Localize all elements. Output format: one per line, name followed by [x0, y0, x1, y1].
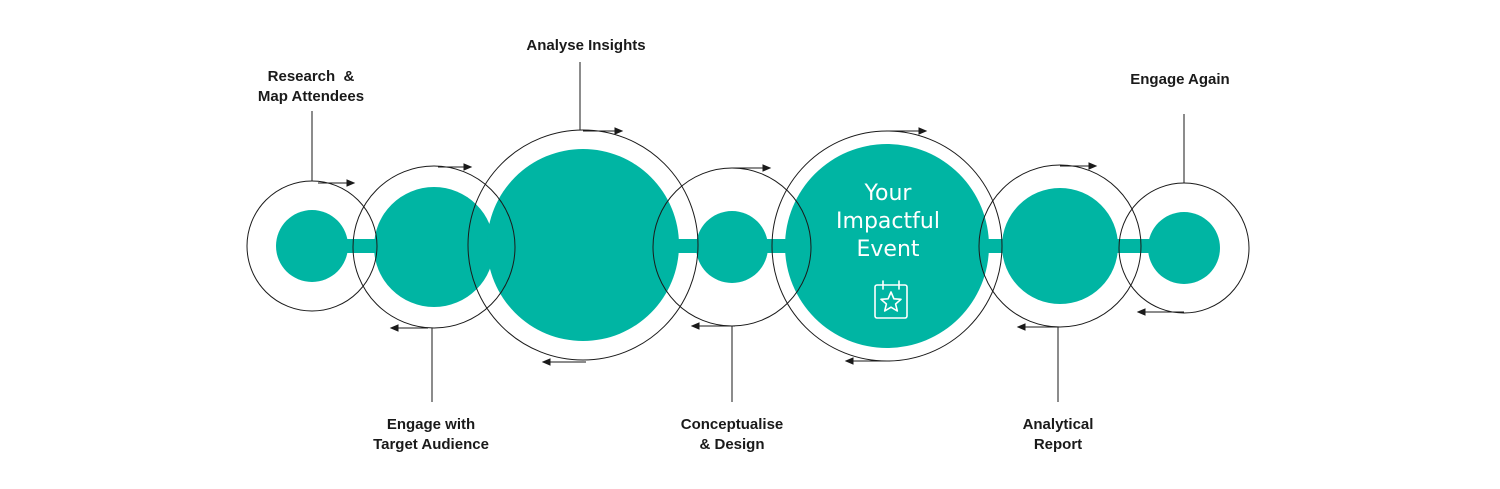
- label-line: Engage Again: [1130, 71, 1230, 88]
- arrow-right-2: [438, 163, 473, 171]
- label-line: & Design: [699, 436, 765, 453]
- arrow-left-6: [1136, 308, 1184, 316]
- center-line: Event: [856, 237, 920, 262]
- node-fill-analyse-insights: [487, 149, 679, 341]
- label-line: Engage with: [386, 416, 476, 433]
- label-line: Map Attendees: [257, 88, 365, 105]
- label-line: Analytical: [1022, 416, 1094, 433]
- node-fill-analytical-report: [1002, 188, 1118, 304]
- arrow-right-6: [1060, 162, 1098, 170]
- center-event-title: Your Impactful Event: [788, 180, 988, 264]
- node-fill-engage-audience: [374, 187, 494, 307]
- label-analyse-insights: Analyse Insights: [456, 36, 716, 56]
- label-line: Analyse Insights: [526, 37, 646, 54]
- arrow-right-3: [583, 127, 624, 135]
- label-line: Research &: [267, 68, 355, 85]
- arrow-left-3: [690, 322, 735, 330]
- label-line: Target Audience: [373, 436, 489, 453]
- node-fill-research: [276, 210, 348, 282]
- label-conceptualise-design: Conceptualise & Design: [602, 415, 862, 455]
- label-engage-again: Engage Again: [1050, 70, 1310, 90]
- label-line: Report: [1033, 436, 1083, 453]
- label-analytical-report: Analytical Report: [928, 415, 1188, 455]
- label-research-map-attendees: Research & Map Attendees: [181, 67, 441, 107]
- ring-analyse-insights: [467, 129, 699, 361]
- arrow-right-5: [887, 127, 928, 135]
- arrow-left-2: [541, 358, 586, 366]
- calendar-star-icon: [874, 280, 908, 319]
- arrow-left-1: [389, 324, 428, 332]
- label-line: Conceptualise: [680, 416, 784, 433]
- arrow-right-1: [318, 179, 356, 187]
- node-fill-engage-again: [1148, 212, 1220, 284]
- arrow-right-4: [732, 164, 772, 172]
- arrow-left-5: [1016, 323, 1060, 331]
- arrow-left-4: [844, 357, 890, 365]
- ring-engage-audience: [352, 165, 516, 329]
- node-fill-conceptualise: [696, 211, 768, 283]
- label-engage-target-audience: Engage with Target Audience: [301, 415, 561, 455]
- node-fill-event: [785, 144, 989, 348]
- center-line: Impactful: [836, 209, 940, 234]
- center-line: Your: [864, 181, 912, 206]
